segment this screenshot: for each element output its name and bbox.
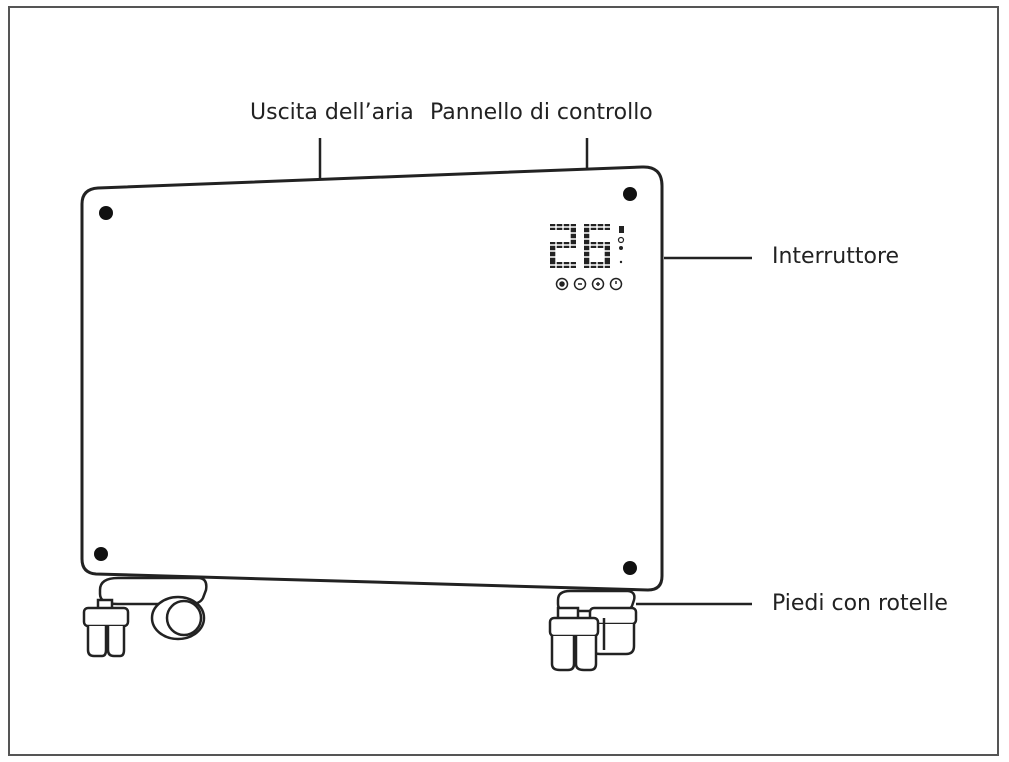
heater-panel	[80, 165, 664, 592]
feet-label: Piedi con rotelle	[772, 591, 948, 616]
screw-bottom-left	[94, 547, 108, 561]
control-button-1[interactable]	[555, 277, 569, 291]
status-indicators	[617, 226, 625, 264]
left-foot	[82, 576, 208, 658]
diagram-frame	[8, 6, 999, 756]
control-button-2[interactable]	[573, 277, 587, 291]
left-rear-wheel	[150, 595, 206, 641]
right-front-caster	[548, 606, 600, 672]
control-panel-label: Pannello di controllo	[430, 100, 653, 125]
temperature-value: 26	[548, 222, 549, 223]
right-foot	[548, 589, 638, 672]
screw-bottom-right	[623, 561, 637, 575]
switch-label: Interruttore	[772, 244, 900, 269]
power-button[interactable]	[609, 277, 623, 291]
left-front-caster	[82, 606, 130, 658]
air-outlet-label: Uscita dell’aria	[250, 100, 414, 125]
control-button-3[interactable]	[591, 277, 605, 291]
right-rear-caster	[588, 606, 638, 656]
temperature-display: 26	[548, 222, 614, 272]
screw-top-left	[99, 206, 113, 220]
screw-top-right	[623, 187, 637, 201]
